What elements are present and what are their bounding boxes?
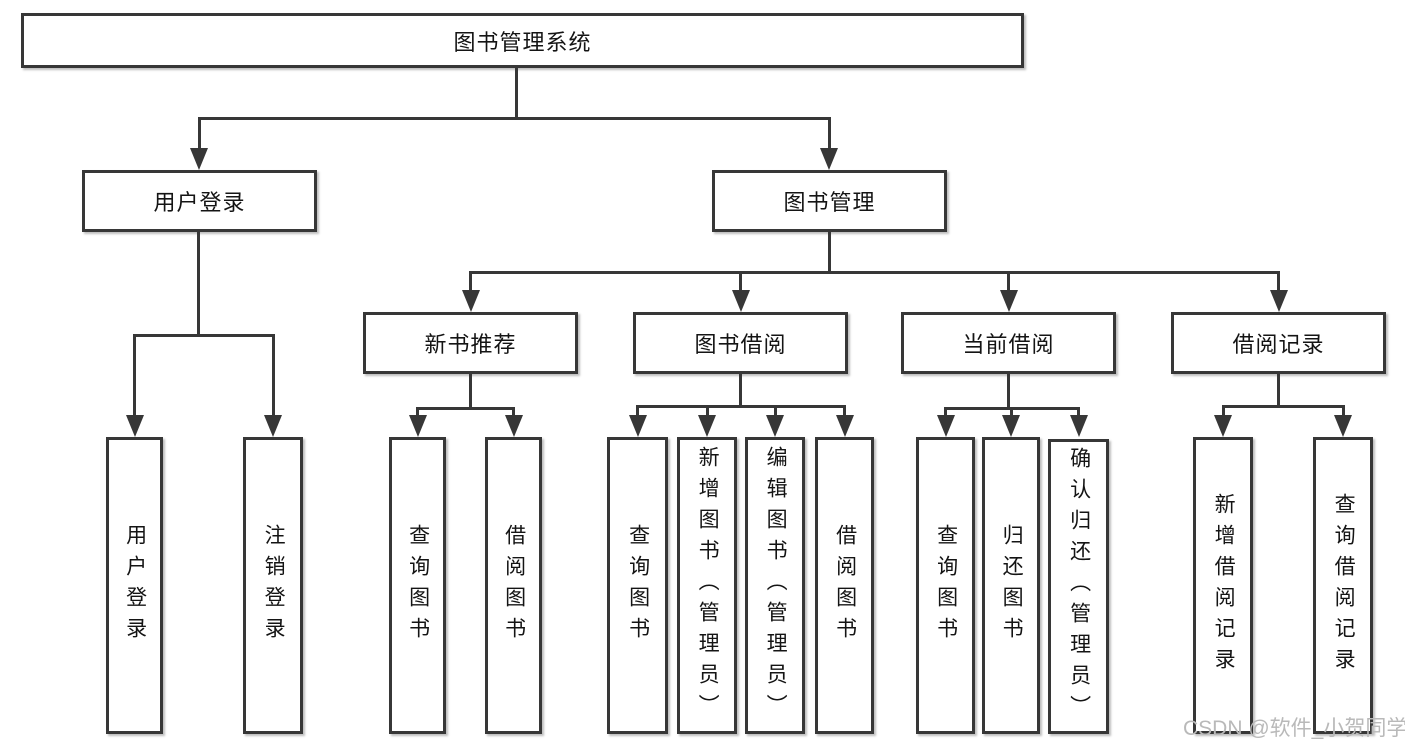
leaf-return-book: 归还图书 [982,437,1040,734]
arrow-down-icon [1334,415,1352,437]
node-label: 查询图书 [406,523,430,648]
connector-line [1222,405,1225,417]
node-label: 用户登录 [123,523,147,648]
connector-line [133,334,136,416]
connector-line [133,334,274,337]
arrow-down-icon [1270,290,1288,312]
connector-line [1007,271,1010,291]
node-user-login: 用户登录 [82,170,317,232]
leaf-query-books-current: 查询图书 [916,437,975,734]
node-label: 新增借阅记录 [1212,492,1236,679]
node-label: 借阅记录 [1232,332,1325,357]
arrow-down-icon [126,415,144,437]
leaf-borrow-books-recommend: 借阅图书 [485,437,542,734]
connector-line [1077,407,1080,417]
leaf-edit-book-admin: 编辑图书（管理员） [745,437,805,734]
csdn-watermark: CSDN @软件_小贺同学 [1183,717,1405,740]
connector-line [512,407,515,417]
leaf-query-borrow-record: 查询借阅记录 [1313,437,1373,734]
connector-line [843,405,846,417]
arrow-down-icon [264,415,282,437]
leaf-add-book-admin: 新增图书（管理员） [677,437,737,734]
node-label: 图书借阅 [694,332,787,357]
connector-line [774,405,777,417]
node-borrow-records: 借阅记录 [1171,312,1386,374]
leaf-logout: 注销登录 [243,437,303,734]
connector-line [944,407,947,417]
node-label: 归还图书 [1000,523,1024,648]
arrow-down-icon [629,415,647,437]
arrow-down-icon [820,148,838,170]
connector-line [828,232,831,274]
connector-line [1010,407,1013,417]
arrow-down-icon [1070,415,1088,437]
arrow-down-icon [732,290,750,312]
connector-line [197,232,200,337]
node-label: 注销登录 [262,523,286,648]
node-label: 用户登录 [153,190,246,215]
arrow-down-icon [505,415,523,437]
leaf-confirm-return-admin: 确认归还（管理员） [1048,439,1109,734]
connector-line [739,374,742,408]
leaf-query-books-recommend: 查询图书 [389,437,446,734]
connector-line [739,271,742,291]
node-new-book-recommend: 新书推荐 [363,312,578,374]
arrow-down-icon [1002,415,1020,437]
node-current-borrow: 当前借阅 [901,312,1116,374]
connector-line [198,117,831,120]
connector-line [1277,271,1280,291]
node-book-management: 图书管理 [712,170,947,232]
node-library-system: 图书管理系统 [21,13,1024,68]
connector-line [706,405,709,417]
node-label: 新书推荐 [424,332,517,357]
connector-line [272,334,275,416]
connector-line [416,407,515,410]
node-book-borrow: 图书借阅 [633,312,848,374]
node-label: 图书管理 [783,190,876,215]
connector-line [1222,405,1345,408]
connector-line [1277,374,1280,408]
arrow-down-icon [409,415,427,437]
node-label: 查询图书 [626,523,650,648]
arrow-down-icon [766,415,784,437]
arrow-down-icon [462,290,480,312]
node-label: 确认归还（管理员） [1067,447,1091,726]
connector-line [636,405,639,417]
connector-line [1342,405,1345,417]
connector-line [828,117,831,149]
connector-line [469,271,472,291]
leaf-query-books-borrow: 查询图书 [607,437,668,734]
node-label: 当前借阅 [962,332,1055,357]
node-label: 图书管理系统 [453,29,592,55]
node-label: 新增图书（管理员） [696,446,720,725]
node-label: 编辑图书（管理员） [764,446,788,725]
connector-line [416,407,419,417]
node-label: 借阅图书 [833,523,857,648]
connector-line [469,374,472,410]
node-label: 查询图书 [934,523,958,648]
connector-line [1007,374,1010,410]
leaf-borrow-books-borrow: 借阅图书 [815,437,874,734]
connector-line [469,271,1280,274]
arrow-down-icon [190,148,208,170]
node-label: 借阅图书 [502,523,526,648]
connector-line [636,405,846,408]
arrow-down-icon [937,415,955,437]
connector-line [515,68,518,120]
arrow-down-icon [698,415,716,437]
node-label: 查询借阅记录 [1332,492,1356,679]
leaf-add-borrow-record: 新增借阅记录 [1193,437,1253,734]
arrow-down-icon [1000,290,1018,312]
connector-line [198,117,201,149]
arrow-down-icon [836,415,854,437]
leaf-user-login: 用户登录 [106,437,163,734]
arrow-down-icon [1214,415,1232,437]
